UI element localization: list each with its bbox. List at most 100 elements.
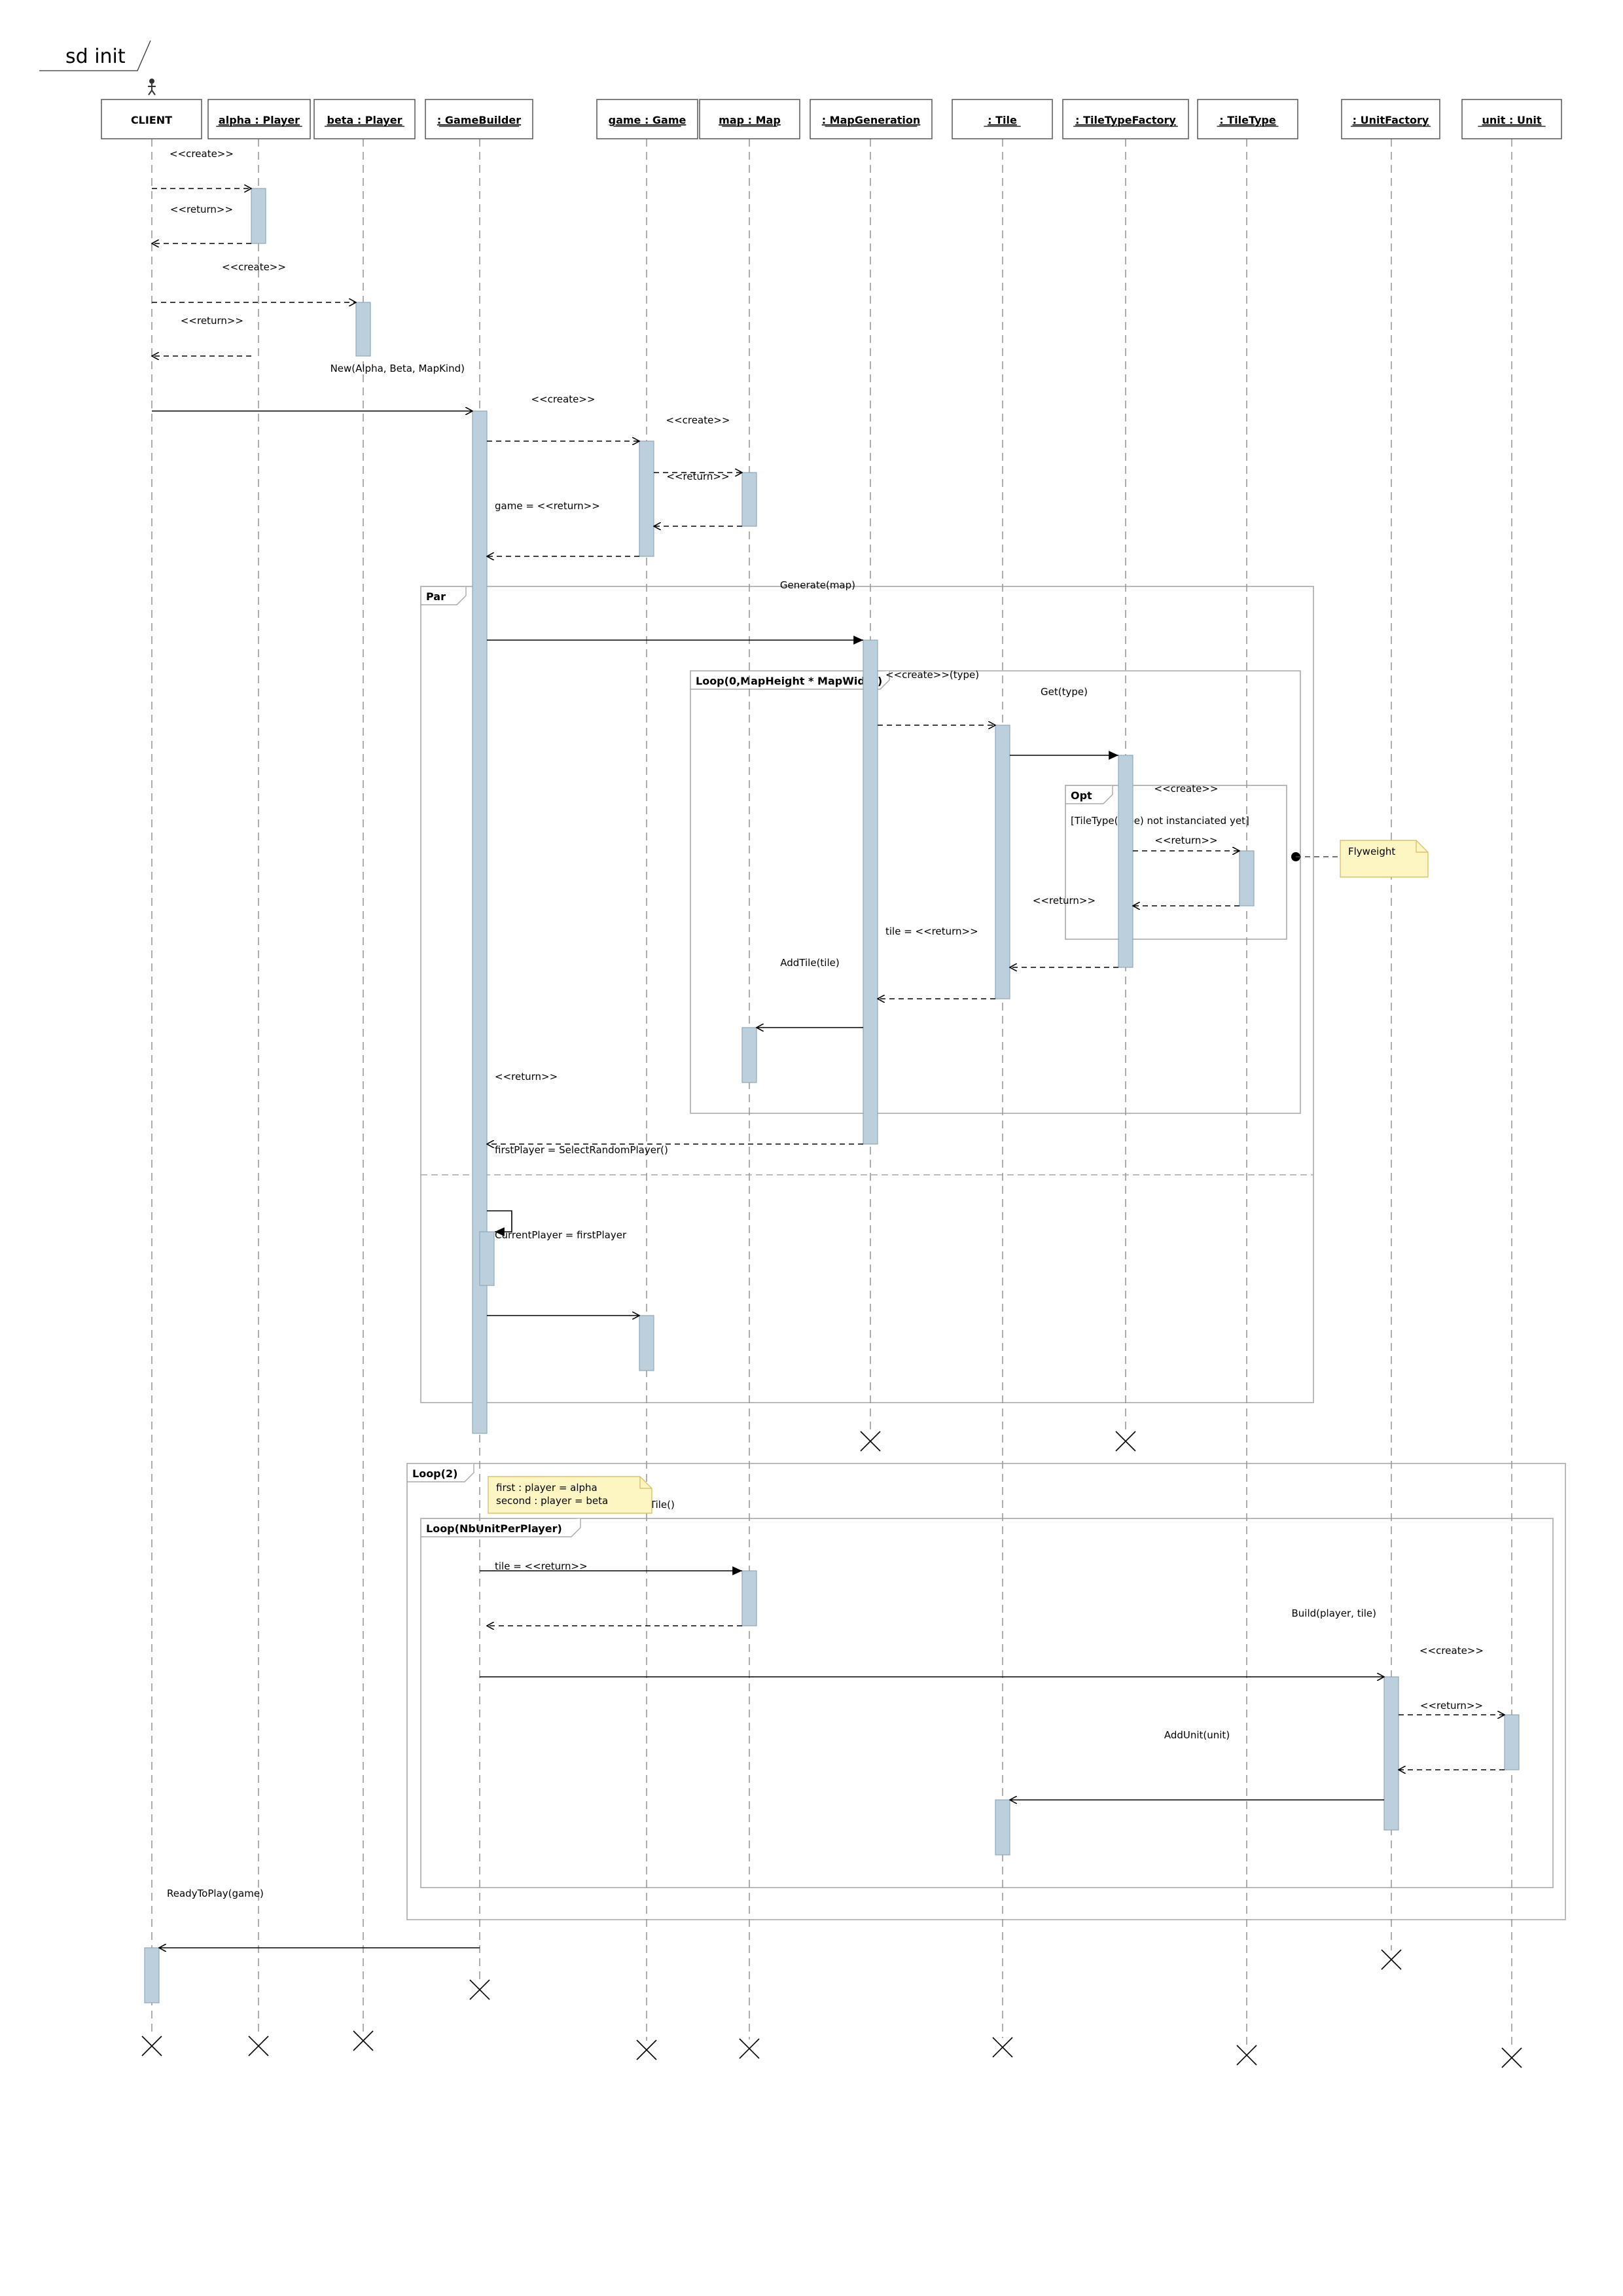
participant-beta: beta : Player: [313, 99, 416, 139]
activation-builder: [479, 1231, 495, 1286]
message-return: <<return>>: [1399, 1700, 1505, 1770]
message-line: [487, 1210, 512, 1236]
fragment-label: Opt: [1071, 789, 1092, 802]
participant-alpha: alpha : Player: [207, 99, 311, 139]
fragment-tab: [407, 1463, 474, 1482]
fragment-loop-units: Loop(NbUnitPerPlayer): [420, 1518, 1554, 1888]
participant-box: [313, 99, 416, 139]
participant-label: game : Game: [609, 114, 687, 126]
activation-map: [741, 1570, 757, 1626]
message-label: <<create>>(type): [885, 669, 979, 681]
participant-game: game : Game: [596, 99, 698, 139]
participant-uf: : UnitFactory: [1341, 99, 1440, 139]
fragment-loop2: Loop(2): [406, 1463, 1566, 1920]
message-label: firstPlayer = SelectRandomPlayer(): [495, 1144, 668, 1156]
actor-leg: [151, 90, 156, 96]
message-async: Get(type): [1010, 686, 1118, 760]
message-label: <<return>>: [495, 1071, 558, 1083]
message-return: game = <<return>>: [487, 500, 639, 556]
activation-client: [144, 1947, 160, 2003]
message-create: <<create>>: [152, 148, 251, 188]
frame-title: sd init: [39, 40, 151, 71]
participant-label: : MapGeneration: [822, 114, 921, 126]
message-self: firstPlayer = SelectRandomPlayer(): [487, 1144, 668, 1236]
activation-uf: [1383, 1676, 1399, 1831]
message-label: <<create>>: [169, 148, 234, 160]
destroy-mark-mapgen: [860, 1431, 881, 1452]
note-fold: [639, 1477, 652, 1489]
message-label: <<create>>: [1154, 783, 1219, 795]
destroy-stroke: [1501, 2047, 1522, 2068]
destroy-stroke: [636, 2039, 657, 2060]
message-return: <<return>>: [487, 1071, 863, 1144]
actor-icon: [148, 79, 156, 96]
fragment-label: Loop(0,MapHeight * MapWidth): [696, 675, 882, 687]
destroy-stroke: [353, 2030, 374, 2051]
participant-client: CLIENT: [101, 79, 202, 139]
message-return: <<return>>: [1010, 895, 1118, 967]
message-label: tile = <<return>>: [885, 925, 978, 937]
message-create: <<create>>: [1399, 1645, 1505, 1715]
message-create: <<create>>: [152, 261, 356, 302]
actor-leg: [148, 90, 152, 96]
fragment-frame: [420, 586, 1314, 1403]
fragment-loop-tiles: Loop(0,MapHeight * MapWidth): [690, 670, 1301, 1114]
actor-head: [149, 79, 154, 84]
participant-box: [1062, 99, 1189, 139]
message-create: <<create>>: [654, 414, 742, 473]
message-label: <<return>>: [1420, 1700, 1483, 1712]
destroy-mark-tile: [992, 2037, 1013, 2058]
fragment-label: Par: [426, 590, 446, 603]
message-label: New(Alpha, Beta, MapKind): [330, 363, 465, 374]
note-body: [488, 1476, 652, 1514]
activation-tile: [995, 725, 1010, 999]
message-label: game = <<return>>: [495, 500, 600, 512]
participant-box: [425, 99, 533, 139]
messages: <<create>><<return>><<create>><<return>>…: [152, 148, 1505, 1948]
fragment-tab: [421, 586, 467, 605]
message-label: tile = <<return>>: [495, 1560, 588, 1572]
message-return: <<return>>: [152, 315, 251, 356]
message-create: <<create>>(type): [878, 669, 995, 725]
message-call: AddTile(tile): [757, 957, 863, 1028]
note-flyweight: Flyweight: [1291, 840, 1429, 878]
fragment-frame: [406, 1463, 1566, 1920]
message-return: tile = <<return>>: [487, 1560, 742, 1626]
destroy-stroke: [860, 1431, 881, 1452]
message-label: AddUnit(unit): [1164, 1729, 1230, 1741]
participant-box: [101, 99, 202, 139]
message-label: <<create>>: [666, 414, 730, 426]
message-return: <<return>>: [152, 204, 251, 243]
destroy-stroke: [1115, 1431, 1136, 1452]
fragment-par: Par: [420, 586, 1314, 1403]
destroy-mark-alpha: [248, 2036, 269, 2056]
message-label: AddTile(tile): [780, 957, 839, 969]
participant-heads: CLIENT alpha : Player beta : Player : GameB…: [101, 79, 1562, 139]
destroy-mark-uf: [1381, 1949, 1402, 1970]
participant-box: [952, 99, 1053, 139]
activation-game: [639, 440, 654, 557]
destroy-stroke: [248, 2036, 269, 2056]
participant-label: alpha : Player: [219, 114, 300, 126]
destroy-mark-unit: [1501, 2047, 1522, 2068]
participant-box: [810, 99, 933, 139]
fragment-frame: [690, 670, 1301, 1114]
participant-mapgen: : MapGeneration: [810, 99, 933, 139]
message-return: <<return>>: [1133, 834, 1240, 906]
destroy-stroke: [141, 2036, 162, 2056]
participant-label: : GameBuilder: [437, 114, 521, 126]
activation-tile: [995, 1799, 1010, 1856]
message-call: New(Alpha, Beta, MapKind): [152, 363, 473, 411]
activation-mapgen: [863, 639, 878, 1145]
frame-title-tab: [39, 40, 151, 71]
participant-unit: unit : Unit: [1461, 99, 1562, 139]
message-label: ReadyToPlay(game): [167, 1888, 264, 1899]
destroy-mark-builder: [469, 1979, 490, 2000]
message-label: Get(type): [1041, 686, 1088, 698]
participant-label: : TileTypeFactory: [1075, 114, 1176, 126]
message-return: <<return>>: [654, 471, 742, 526]
fragment-opt: Opt[TileType(type) not instanciated yet]: [1065, 785, 1287, 940]
fragment-tab: [421, 1518, 581, 1537]
destroy-stroke: [1236, 2045, 1257, 2066]
